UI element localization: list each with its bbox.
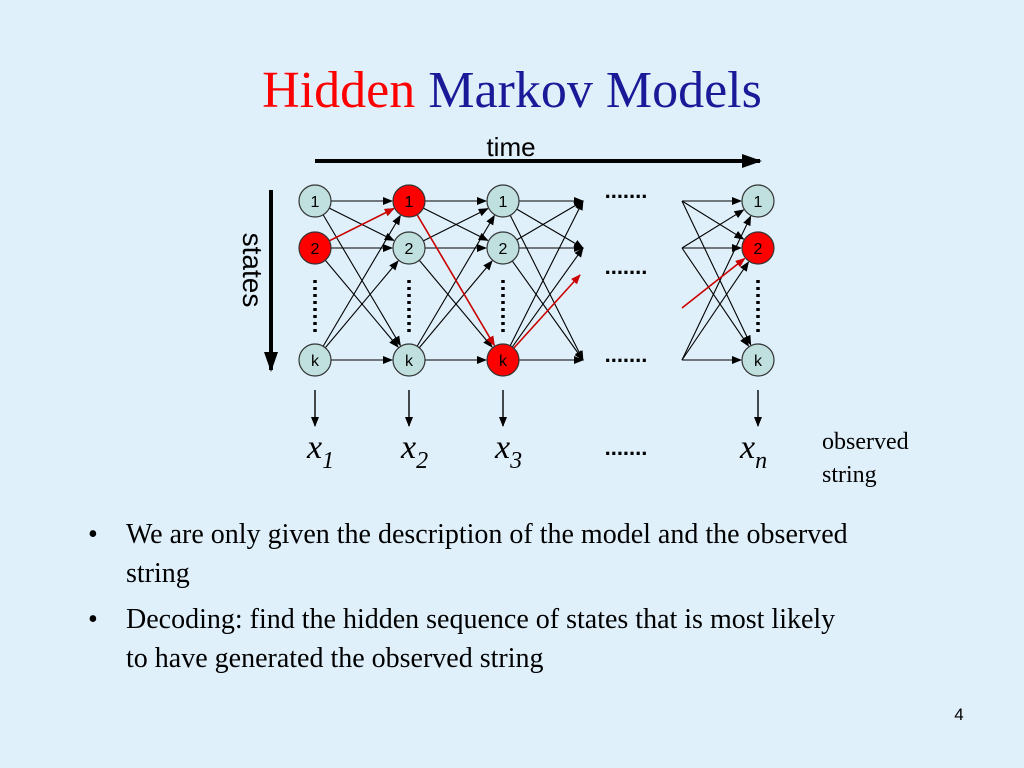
transition-edge (681, 215, 752, 361)
state-node (392, 343, 426, 377)
state-node-label: 1 (405, 194, 414, 211)
transition-edge (418, 260, 493, 349)
transition-edge (681, 247, 750, 347)
state-node-highlighted (298, 231, 332, 265)
observed-word: observed (822, 429, 909, 455)
bullet-list: We are only given the description of the… (86, 516, 856, 687)
state-node-label: k (499, 353, 508, 370)
state-node-label: 2 (311, 241, 320, 258)
transition-edge (516, 208, 584, 249)
observation-label: x2 (400, 429, 428, 474)
decoded-path (328, 207, 746, 349)
transition-edge (681, 200, 752, 346)
path-transition (513, 274, 581, 349)
state-nodes: 1 2 k 1 2 k 1 2 k 1 2 k (298, 184, 775, 377)
transition-edges (322, 197, 752, 364)
observation-label: x3 (494, 429, 522, 474)
state-node (486, 184, 520, 218)
path-transition (416, 214, 496, 347)
observation-label: x1 (306, 429, 334, 474)
transition-edge (516, 200, 584, 241)
state-node-label: 2 (499, 241, 508, 258)
path-transition (328, 207, 395, 242)
state-node-label: k (405, 353, 414, 370)
transition-edge (509, 200, 584, 346)
observation-label: xn (739, 429, 767, 474)
transition-edge (681, 261, 750, 361)
states-label: states (237, 233, 268, 308)
state-node-label: 2 (405, 241, 414, 258)
state-node-label: 1 (311, 194, 320, 211)
observations: x1 x2 x3 xn (306, 390, 767, 474)
path-transition (681, 257, 746, 309)
state-node (298, 343, 332, 377)
state-node (392, 231, 426, 265)
observed-string-label: observed string (822, 429, 915, 488)
ellipsis-observations: ....... (605, 435, 648, 460)
state-node-highlighted (392, 184, 426, 218)
transition-edge (681, 200, 745, 240)
ellipsis-bottom: ....... (605, 342, 648, 367)
slide-title: Hidden Markov Models (0, 62, 1024, 119)
state-node-label: k (754, 353, 763, 370)
state-node-highlighted (741, 231, 775, 265)
ellipsis-middle: ....... (605, 254, 648, 279)
state-node-label: 2 (754, 241, 763, 258)
transition-edge (322, 214, 401, 347)
state-node-highlighted (486, 343, 520, 377)
state-node-label: 1 (499, 194, 508, 211)
state-node (486, 231, 520, 265)
bullet-item: Decoding: find the hidden sequence of st… (86, 601, 856, 678)
state-node (298, 184, 332, 218)
state-node (741, 184, 775, 218)
title-hidden-word: Hidden (262, 62, 416, 119)
state-node-label: k (311, 353, 320, 370)
string-word: string (822, 462, 877, 488)
title-markov-models: Markov Models (428, 62, 762, 119)
time-label: time (486, 132, 535, 162)
state-node-label: 1 (754, 194, 763, 211)
bullet-item: We are only given the description of the… (86, 516, 856, 593)
state-node (741, 343, 775, 377)
transition-edge (324, 260, 399, 349)
transition-edge (511, 247, 584, 348)
transition-edge (423, 208, 489, 242)
ellipsis-top: ....... (605, 178, 648, 203)
transition-edge (509, 215, 584, 361)
page-number: 4 (954, 705, 964, 724)
transition-edge (681, 209, 745, 249)
